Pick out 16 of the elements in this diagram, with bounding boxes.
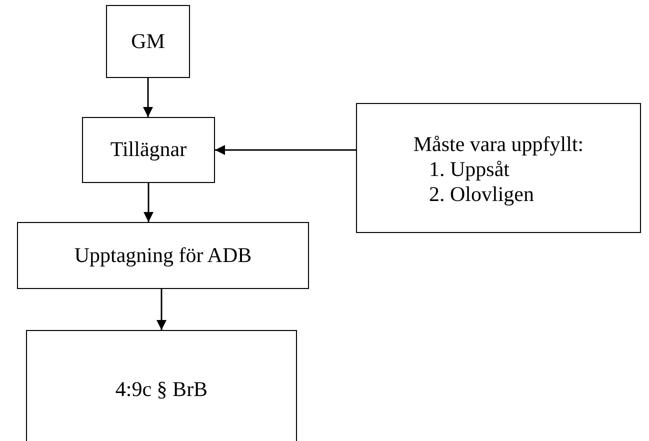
process-box [106, 5, 190, 78]
node-label: Måste vara uppfyllt: [413, 132, 584, 158]
node-label: Upptagning för ADB [74, 242, 252, 268]
process-box [82, 117, 215, 183]
arrow [143, 78, 153, 117]
process-box [26, 330, 297, 441]
node-label: Tillägnar [110, 137, 187, 163]
arrow [215, 145, 356, 155]
arrow [144, 183, 154, 222]
process-box [17, 222, 309, 289]
node-label: 4:9c § BrB [115, 377, 208, 403]
list-item: 1. Uppsåt [429, 157, 510, 182]
arrow [156, 289, 166, 330]
list-item: 2. Olovligen [429, 182, 534, 208]
node-label: GM [131, 28, 165, 54]
process-box [356, 103, 641, 233]
